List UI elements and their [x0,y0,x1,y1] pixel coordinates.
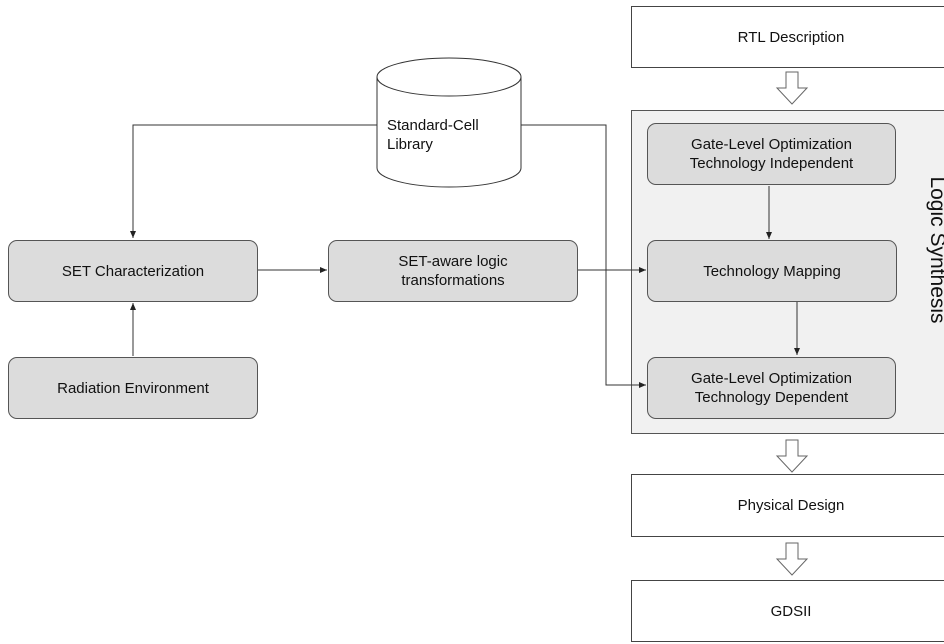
set-characterization-box: SET Characterization [8,240,258,302]
rtl-to-synthesis-block-arrow [775,71,809,105]
logic-synthesis-label: Logic Synthesis [926,176,944,324]
physical-design-box: Physical Design [631,474,944,537]
synthesis-to-physical-block-arrow [775,439,809,473]
library-to-gate-opt-dependent-connector [520,124,646,388]
gate-opt-independent-box: Gate-Level Optimization Technology Indep… [647,123,896,185]
set-aware-transformations-box: SET-aware logic transformations [328,240,578,302]
physical-to-gdsii-block-arrow [775,542,809,576]
gdsii-box: GDSII [631,580,944,642]
technology-mapping-box: Technology Mapping [647,240,897,302]
library-to-set-characterization-connector [130,124,377,238]
rtl-description-box: RTL Description [631,6,944,68]
database-cylinder-icon [376,57,522,188]
standard-cell-library-label: Standard-Cell Library [387,117,479,153]
radiation-environment-box: Radiation Environment [8,357,258,419]
gate-opt-dependent-box: Gate-Level Optimization Technology Depen… [647,357,896,419]
